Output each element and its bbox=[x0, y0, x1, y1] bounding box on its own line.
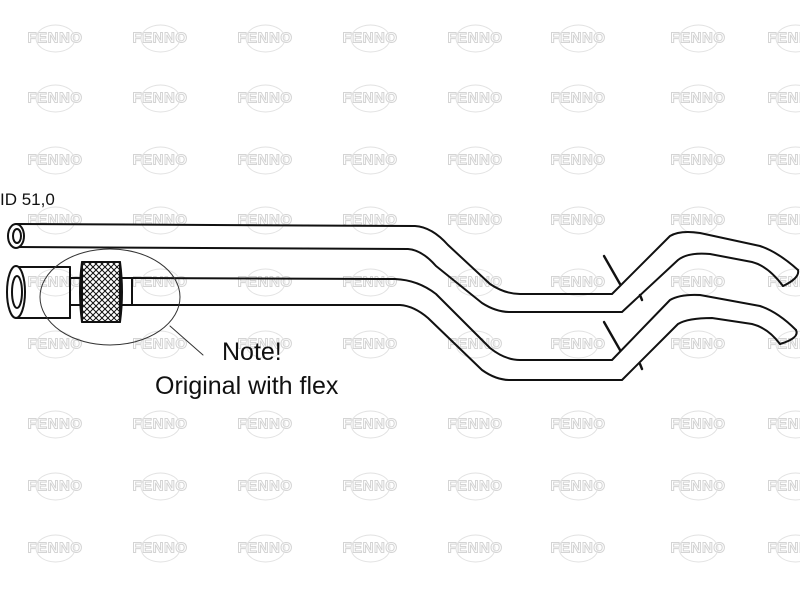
note-text: Original with flex bbox=[155, 372, 339, 400]
note-title: Note! bbox=[222, 338, 282, 366]
lower-pipe bbox=[15, 261, 798, 381]
flex-section bbox=[69, 261, 133, 323]
note-callout-ellipse bbox=[39, 248, 181, 346]
upper-pipe bbox=[15, 223, 800, 313]
note-leader-line bbox=[169, 325, 204, 356]
pipe-diameter-label: ID 51,0 bbox=[0, 190, 55, 209]
